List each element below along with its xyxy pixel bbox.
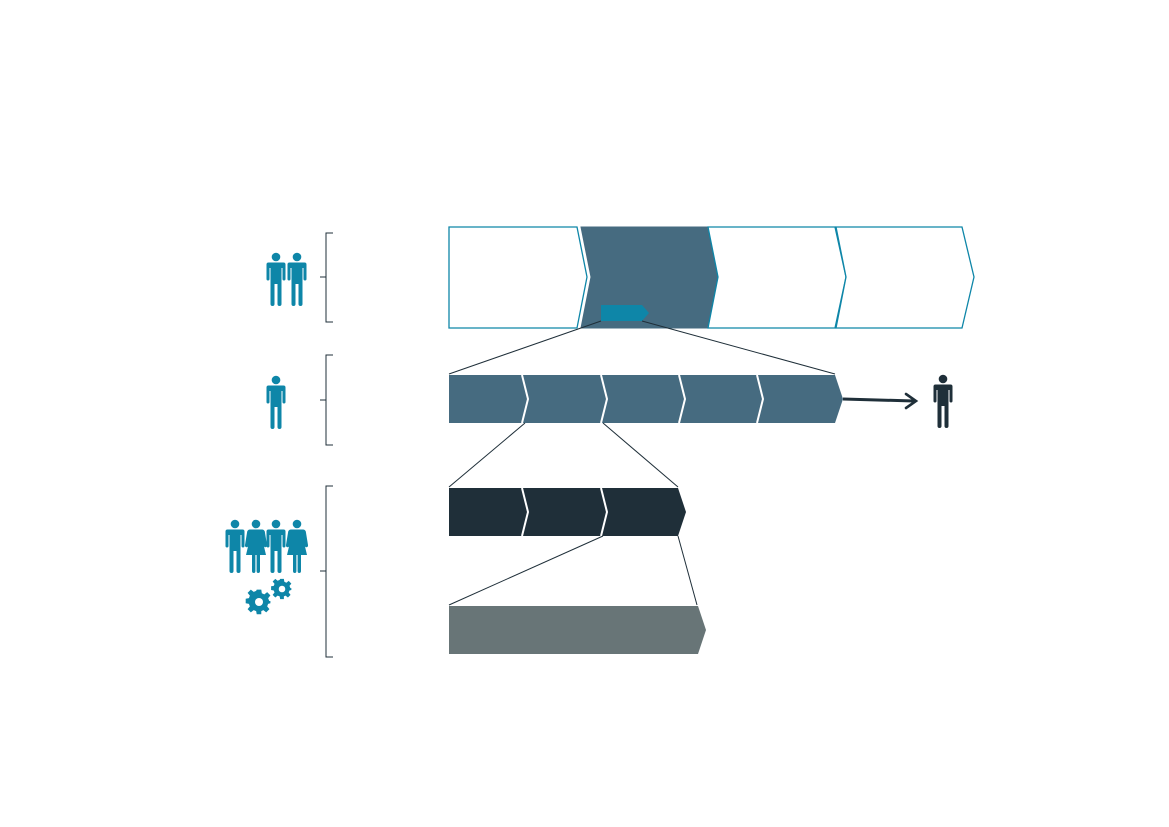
zoom-line <box>448 422 526 488</box>
level-1-sub-process-marker <box>601 305 649 321</box>
level-3-bar-shape <box>449 488 686 536</box>
zoom-line <box>448 320 602 375</box>
person-icon <box>287 252 307 306</box>
output-arrow-icon <box>842 392 919 410</box>
level-1-step-3 <box>707 226 847 329</box>
gear-icon <box>271 578 292 600</box>
zoom-line <box>677 535 698 606</box>
level-2-step-divider <box>756 374 765 424</box>
person-icon <box>266 252 286 306</box>
level-1-process-bar <box>448 226 975 329</box>
bracket-icon <box>320 232 333 323</box>
level-2-step-divider <box>521 374 530 424</box>
level-3-step-divider <box>521 487 530 537</box>
person-icon <box>266 375 286 429</box>
person-icon <box>266 519 286 573</box>
level-1-step-4 <box>835 226 975 329</box>
zoom-line <box>602 422 679 488</box>
level-1-step-1 <box>448 226 588 329</box>
level-2-bar-shape <box>449 375 843 423</box>
person-icon <box>225 519 245 573</box>
woman-icon <box>244 519 268 573</box>
level-3-step-divider <box>600 487 609 537</box>
level-2-process-bar <box>449 374 843 424</box>
bracket-icon <box>320 354 333 446</box>
zoom-line <box>641 320 836 375</box>
level-3-process-bar <box>449 487 686 537</box>
zoom-line <box>448 535 604 606</box>
woman-icon <box>285 519 309 573</box>
level-2-step-divider <box>678 374 687 424</box>
level-2-step-divider <box>600 374 609 424</box>
bracket-icon <box>320 485 333 658</box>
gear-icon <box>245 589 271 615</box>
customer-person-icon <box>933 374 953 428</box>
level-1-step-2-highlighted <box>580 226 719 329</box>
level-4-process-bar <box>449 606 706 654</box>
